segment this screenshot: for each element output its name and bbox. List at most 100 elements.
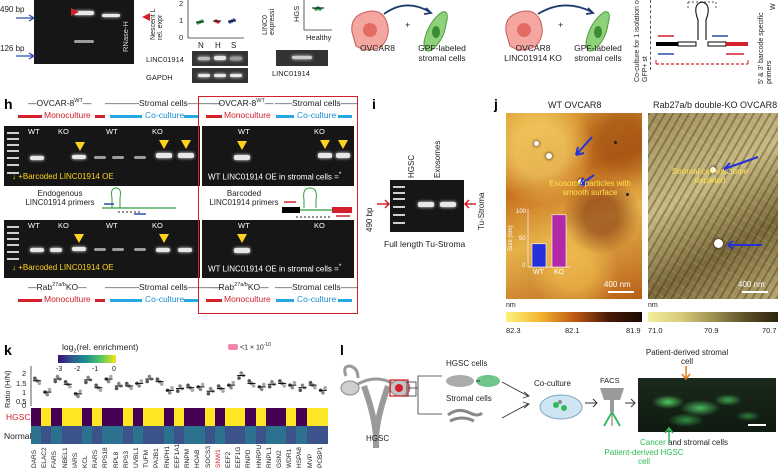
gene-label: KCL — [82, 455, 90, 468]
ytick: 0 — [22, 401, 27, 410]
dot-point — [108, 374, 113, 379]
arrow-icon — [625, 398, 636, 408]
h-right-note-bottom: WT LINC01914 OE in stromal cells =* — [208, 263, 342, 274]
dot-point — [267, 384, 272, 389]
red-arrowhead-icon — [71, 8, 79, 16]
gel-band — [30, 248, 44, 252]
gel-band — [94, 248, 106, 251]
heatmap-cell — [194, 426, 206, 444]
legend-tick: -1 — [92, 366, 99, 373]
arrowhead-icon — [74, 234, 84, 243]
dot-point — [116, 381, 121, 386]
dot-point — [247, 379, 252, 383]
gene-label: IARS — [71, 452, 79, 468]
heatmap-cell — [163, 426, 175, 444]
orange-arrow-icon — [681, 366, 691, 381]
j-right-title: Rab27a/b double-KO OVCAR8 — [653, 100, 778, 110]
lane-group: KO — [314, 221, 325, 230]
gene-label: NBEL1 — [61, 447, 69, 468]
dot-point — [63, 379, 68, 384]
heatmap-cell — [153, 408, 165, 426]
cbar-tick: 82.3 — [506, 326, 521, 335]
gene-label: RPL8 — [112, 451, 120, 468]
co-bar — [338, 115, 352, 118]
h-left-footer-a: —Rab27a/bKO— — [28, 282, 87, 292]
k-ylabel: Ratio (H/N) — [3, 370, 12, 408]
gel-band — [112, 156, 124, 159]
dot-point — [221, 389, 225, 393]
gel-h-bottom-left: WT KO WT KO ↓ +Barcoded LINC01914 OE — [4, 220, 200, 278]
l-facs: FACS — [600, 376, 620, 385]
endogenous-schematic — [102, 187, 176, 215]
gel-band — [178, 248, 192, 252]
cbar-tick: 70.9 — [704, 326, 719, 335]
gene-label: UVBL1 — [133, 447, 141, 468]
dot-point — [106, 379, 111, 384]
inset-bar-ko — [551, 214, 567, 268]
dot-point — [278, 379, 282, 383]
legend-tick: -2 — [74, 366, 81, 373]
heatmap-cell — [51, 408, 63, 426]
gel-band — [156, 248, 170, 252]
mono-bar — [95, 299, 105, 302]
hgsc-cells-icon — [446, 375, 500, 387]
divider — [650, 0, 652, 70]
dot-point — [145, 379, 149, 384]
co-bar — [110, 115, 142, 118]
arrowhead-icon — [75, 142, 85, 151]
ytick: 2 — [22, 369, 27, 378]
afm-image-right: Stromal cell exosome depleted 400 nm — [648, 113, 778, 299]
gel-band — [74, 40, 94, 43]
j-left-title: WT OVCAR8 — [548, 100, 602, 110]
heatmap-cell — [214, 426, 226, 444]
h-left-oe-caption-2: ↓ +Barcoded LINC01914 OE — [12, 263, 114, 272]
blot-gapdh — [192, 68, 248, 83]
gel-band — [440, 202, 456, 207]
barcoded-schematic — [282, 187, 352, 218]
dot-point — [176, 389, 180, 393]
blot-linc — [192, 51, 248, 66]
h-right-note-top: WT LINC01914 OE in stromal cells =* — [208, 171, 342, 182]
h-right-mono-2: Monoculture — [224, 294, 271, 304]
gel-band — [72, 155, 86, 159]
heatmap-cell — [184, 408, 196, 426]
lane-group: WT — [106, 127, 118, 136]
i-lane-exosomes: Exosomes — [433, 140, 442, 178]
gel-h-top-right: WT KO WT LINC01914 OE in stromal cells =… — [202, 126, 354, 186]
heatmap-cell — [31, 426, 42, 444]
dot-point — [292, 380, 297, 385]
linc-ylabel: LINC0 expressi — [262, 8, 276, 35]
gel-band — [318, 153, 332, 158]
culture-dish-icon — [539, 394, 583, 420]
mono-bar — [18, 115, 42, 118]
gel-band — [234, 155, 250, 160]
inset-xlabel: KO — [554, 269, 565, 276]
facs-machine-icon — [600, 388, 624, 427]
heatmap-cell — [41, 426, 53, 444]
h-right-co-2: Co-culture — [297, 294, 337, 304]
heatmap-cell — [122, 408, 134, 426]
ovary-organ-icon — [340, 364, 411, 448]
hgs-plot — [303, 0, 332, 31]
i-side-label: Tu-Stroma — [477, 192, 486, 231]
dot-point — [78, 389, 82, 394]
dot-point — [53, 379, 58, 384]
heatmap-cell — [286, 408, 298, 426]
inset-chart: 100 50 0 Size (nm) WT KO — [508, 205, 572, 277]
cells1-label-b: GPF-labeled stromal cells — [418, 43, 466, 63]
scale-bar — [742, 291, 768, 293]
heatmap-cell — [255, 426, 267, 444]
dot-point — [170, 386, 174, 390]
branch-lines — [406, 375, 442, 415]
dot-point — [208, 386, 213, 391]
xlabel: N — [198, 41, 204, 50]
gel-band — [94, 156, 106, 159]
k-legend-title: log2(rel. enrichment) — [62, 342, 139, 355]
blue-arrow-icon — [723, 156, 762, 250]
dot-point — [290, 385, 295, 390]
gel-band — [134, 156, 146, 159]
dot-point — [139, 379, 144, 383]
gene-label: RNPH1 — [163, 445, 171, 468]
lane-group: WT — [28, 127, 40, 136]
